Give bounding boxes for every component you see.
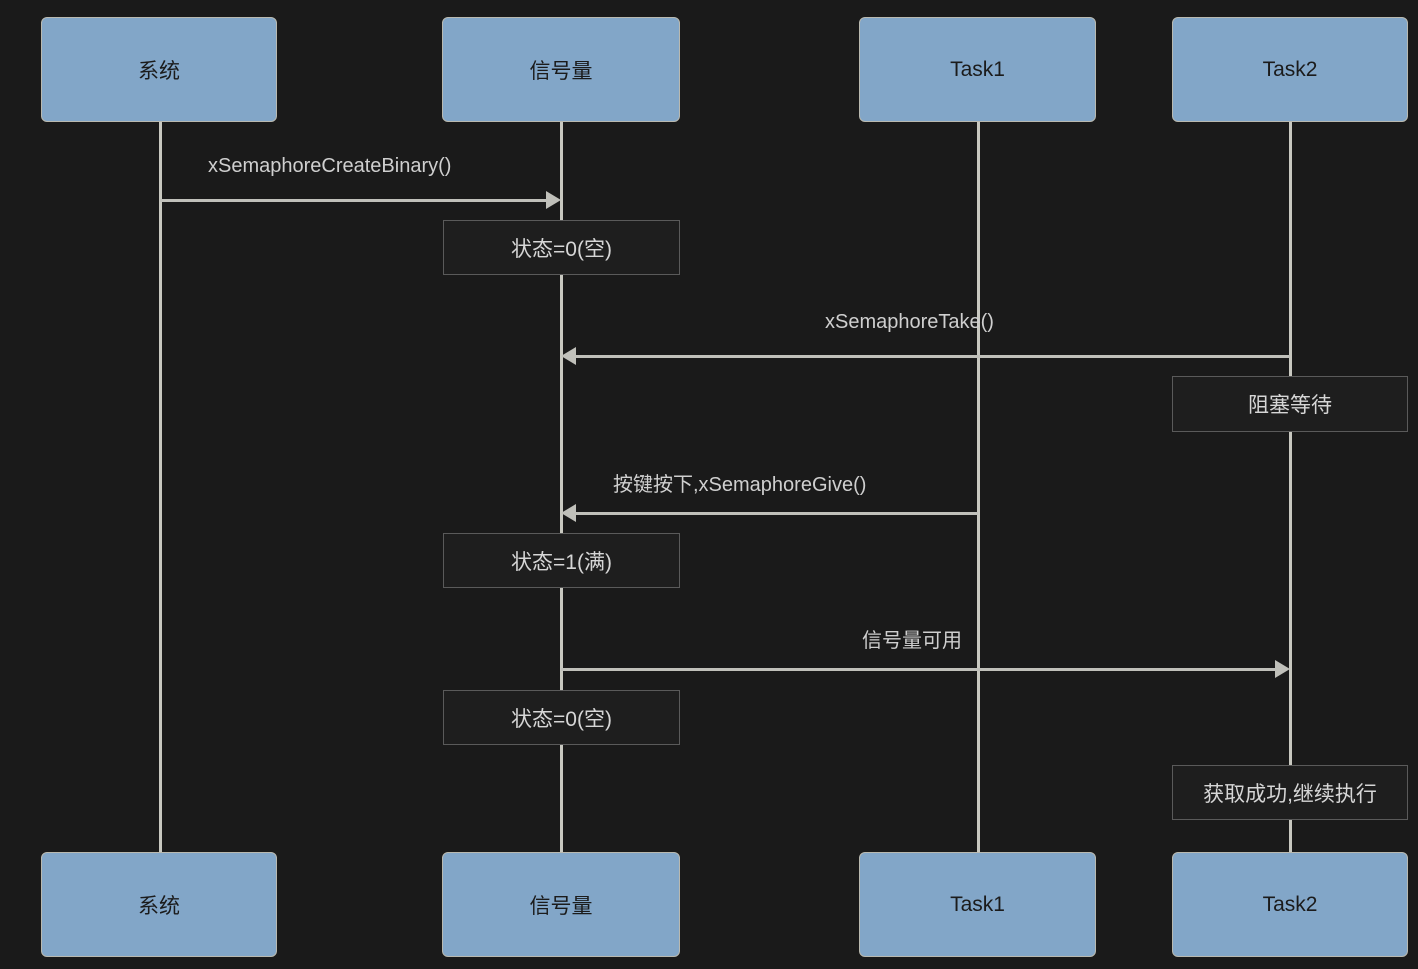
note-task2-blocked-waiting: 阻塞等待	[1172, 376, 1408, 432]
note-text: 状态=0(空)	[511, 237, 612, 261]
note-semaphore-state-empty-2: 状态=0(空)	[443, 690, 680, 745]
note-text: 获取成功,继续执行	[1203, 782, 1377, 806]
lifeline-semaphore	[560, 122, 563, 852]
participant-header-task1[interactable]: Task1	[859, 17, 1096, 122]
note-text: 状态=0(空)	[511, 707, 612, 731]
lifeline-system	[159, 122, 162, 852]
participant-label: 信号量	[529, 59, 593, 83]
participant-label: Task2	[1262, 57, 1318, 81]
note-task2-acquire-success: 获取成功,继续执行	[1172, 765, 1408, 820]
participant-header-semaphore[interactable]: 信号量	[442, 17, 680, 122]
note-text: 阻塞等待	[1248, 394, 1332, 417]
participant-footer-task1[interactable]: Task1	[859, 852, 1096, 957]
arrowhead-right-icon	[1275, 660, 1290, 678]
message-line-semaphore-give	[576, 512, 978, 515]
arrowhead-left-icon	[561, 347, 576, 365]
participant-footer-system[interactable]: 系统	[41, 852, 277, 957]
participant-footer-semaphore[interactable]: 信号量	[442, 852, 680, 957]
note-semaphore-state-full: 状态=1(满)	[443, 533, 680, 588]
participant-header-system[interactable]: 系统	[41, 17, 277, 122]
participant-label: 系统	[138, 59, 180, 83]
participant-label: Task1	[950, 57, 1005, 81]
note-semaphore-state-empty-1: 状态=0(空)	[443, 220, 680, 275]
participant-label: 系统	[138, 894, 180, 918]
note-text: 状态=1(满)	[511, 550, 612, 574]
participant-label: Task2	[1262, 892, 1318, 916]
participant-footer-task2[interactable]: Task2	[1172, 852, 1408, 957]
arrowhead-left-icon	[561, 504, 576, 522]
message-line-semaphore-take	[576, 355, 1290, 358]
message-line-create-binary	[160, 199, 547, 202]
participant-header-task2[interactable]: Task2	[1172, 17, 1408, 122]
participant-label: 信号量	[529, 894, 593, 918]
message-line-semaphore-available	[561, 668, 1275, 671]
message-label-semaphore-take: xSemaphoreTake()	[825, 311, 994, 333]
message-label-create-binary: xSemaphoreCreateBinary()	[208, 155, 452, 177]
lifeline-task1	[977, 122, 980, 852]
participant-label: Task1	[950, 892, 1005, 916]
lifeline-task2	[1289, 122, 1292, 852]
message-label-semaphore-give: 按键按下,xSemaphoreGive()	[613, 474, 867, 496]
arrowhead-right-icon	[546, 191, 561, 209]
message-label-semaphore-available: 信号量可用	[862, 630, 962, 652]
